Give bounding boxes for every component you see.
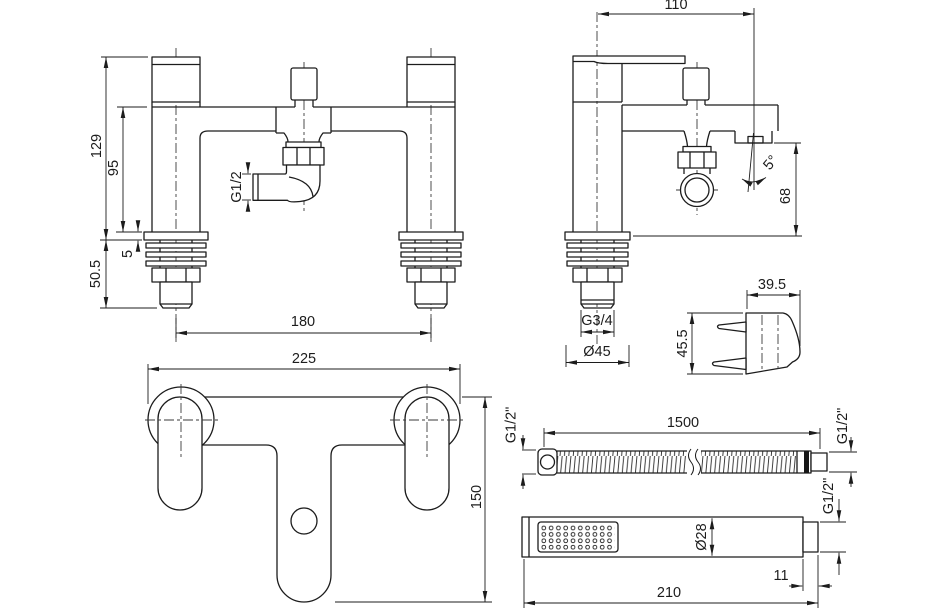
dim-hose-length: 1500 (543, 415, 821, 449)
dim-hose-thread-left: G1/2" (504, 407, 536, 489)
dim-label-hose-length: 1500 (667, 415, 699, 431)
dim-plan-overall-depth: 150 (335, 396, 492, 603)
dim-label-spout-reach: 110 (664, 0, 687, 13)
lever-handle (572, 55, 686, 103)
dim-label-handset-thread: G1/2" (821, 478, 837, 515)
dim-handset-thread: G1/2" (820, 478, 846, 575)
hose-right-fitting (796, 450, 828, 474)
dim-side-base-diameter: Ø45 (565, 344, 630, 367)
handset-connector (802, 521, 819, 553)
bracket-body (745, 312, 801, 375)
dim-label-body-height: 95 (106, 160, 122, 176)
hose-left-nut (537, 448, 558, 476)
mounting-leg-right (398, 231, 464, 309)
front-body (143, 56, 464, 309)
dim-bracket-height: 45.5 (675, 312, 743, 375)
dim-handset-diameter: Ø28 (694, 518, 715, 556)
dim-label-handset-diameter: Ø28 (694, 523, 710, 550)
dim-label-overall-depth: 150 (469, 485, 485, 509)
bracket-view: 39.5 45.5 (675, 277, 801, 375)
hose-break-mask (687, 448, 701, 476)
hose-view: 1500 G1/2" G1/2" (504, 407, 857, 489)
spray-holes (541, 524, 615, 550)
dim-handset-thread-length: 11 (773, 555, 832, 608)
dim-front-centres: 180 (175, 314, 432, 338)
left-handle-plan (157, 396, 203, 511)
plan-view: 225 150 (145, 351, 492, 603)
deck-bar (151, 106, 456, 232)
bracket-prong-lower (711, 357, 747, 371)
dim-label-handset-length: 210 (657, 585, 681, 601)
handset-view: Ø28 G1/2" 11 210 (521, 478, 846, 608)
plan-centerlines (145, 384, 463, 457)
dim-label-outlet-thread: G1/2 (229, 171, 245, 202)
dim-label-overall-height: 129 (89, 134, 105, 158)
dim-label-bracket-depth: 39.5 (758, 277, 786, 293)
dim-label-tail-thread: G3/4 (581, 313, 612, 329)
mounting-leg-side (564, 231, 631, 309)
mounting-leg-left (143, 231, 209, 309)
dim-front-deck-plate: 5 (120, 220, 141, 258)
dim-label-base-diameter: Ø45 (583, 344, 610, 360)
diverter-knob (290, 67, 318, 101)
dim-label-overall-width: 225 (292, 351, 316, 367)
front-view: 129 95 5 50.5 180 G1/2 (88, 48, 464, 342)
bracket-prong-upper (716, 321, 747, 333)
body-spout-profile (622, 104, 779, 144)
spray-face (537, 521, 619, 553)
dim-label-deck-plate: 5 (120, 250, 136, 258)
shower-outlet-elbow (252, 141, 325, 203)
dim-front-body-height: 95 (106, 106, 147, 233)
dim-side-tail-thread: G3/4 (580, 310, 615, 337)
outlet-union-side (677, 130, 717, 208)
dim-side-spout-reach: 110 (598, 0, 754, 17)
side-view: 110 5° 68 G3/4 Ø45 (564, 0, 802, 367)
dim-hose-thread-right: G1/2" (829, 408, 857, 487)
right-handle (406, 56, 456, 103)
dim-label-handset-thread-length: 11 (773, 568, 788, 584)
dim-side-spout-height: 68 (633, 142, 802, 237)
dim-handset-length: 210 (523, 559, 818, 608)
diverter-hole-plan (290, 507, 318, 535)
left-handle (151, 56, 201, 103)
dim-plan-overall-width: 225 (147, 351, 461, 404)
dim-label-bracket-height: 45.5 (675, 329, 691, 357)
diverter-knob-side (682, 67, 710, 101)
dim-front-outlet-thread: G1/2 (229, 162, 251, 212)
dim-label-hose-thread-left: G1/2" (504, 407, 520, 444)
dim-bracket-depth: 39.5 (746, 277, 801, 346)
dim-label-spout-height: 68 (778, 188, 794, 204)
dim-front-under-deck: 50.5 (88, 240, 157, 309)
hose-tube (557, 451, 797, 473)
dim-label-under-deck: 50.5 (88, 260, 104, 288)
dim-label-centres: 180 (291, 314, 315, 330)
spout-plan (202, 444, 405, 603)
side-body (564, 55, 779, 309)
right-handle-plan (404, 396, 450, 511)
dim-label-hose-thread-right: G1/2" (835, 408, 851, 445)
